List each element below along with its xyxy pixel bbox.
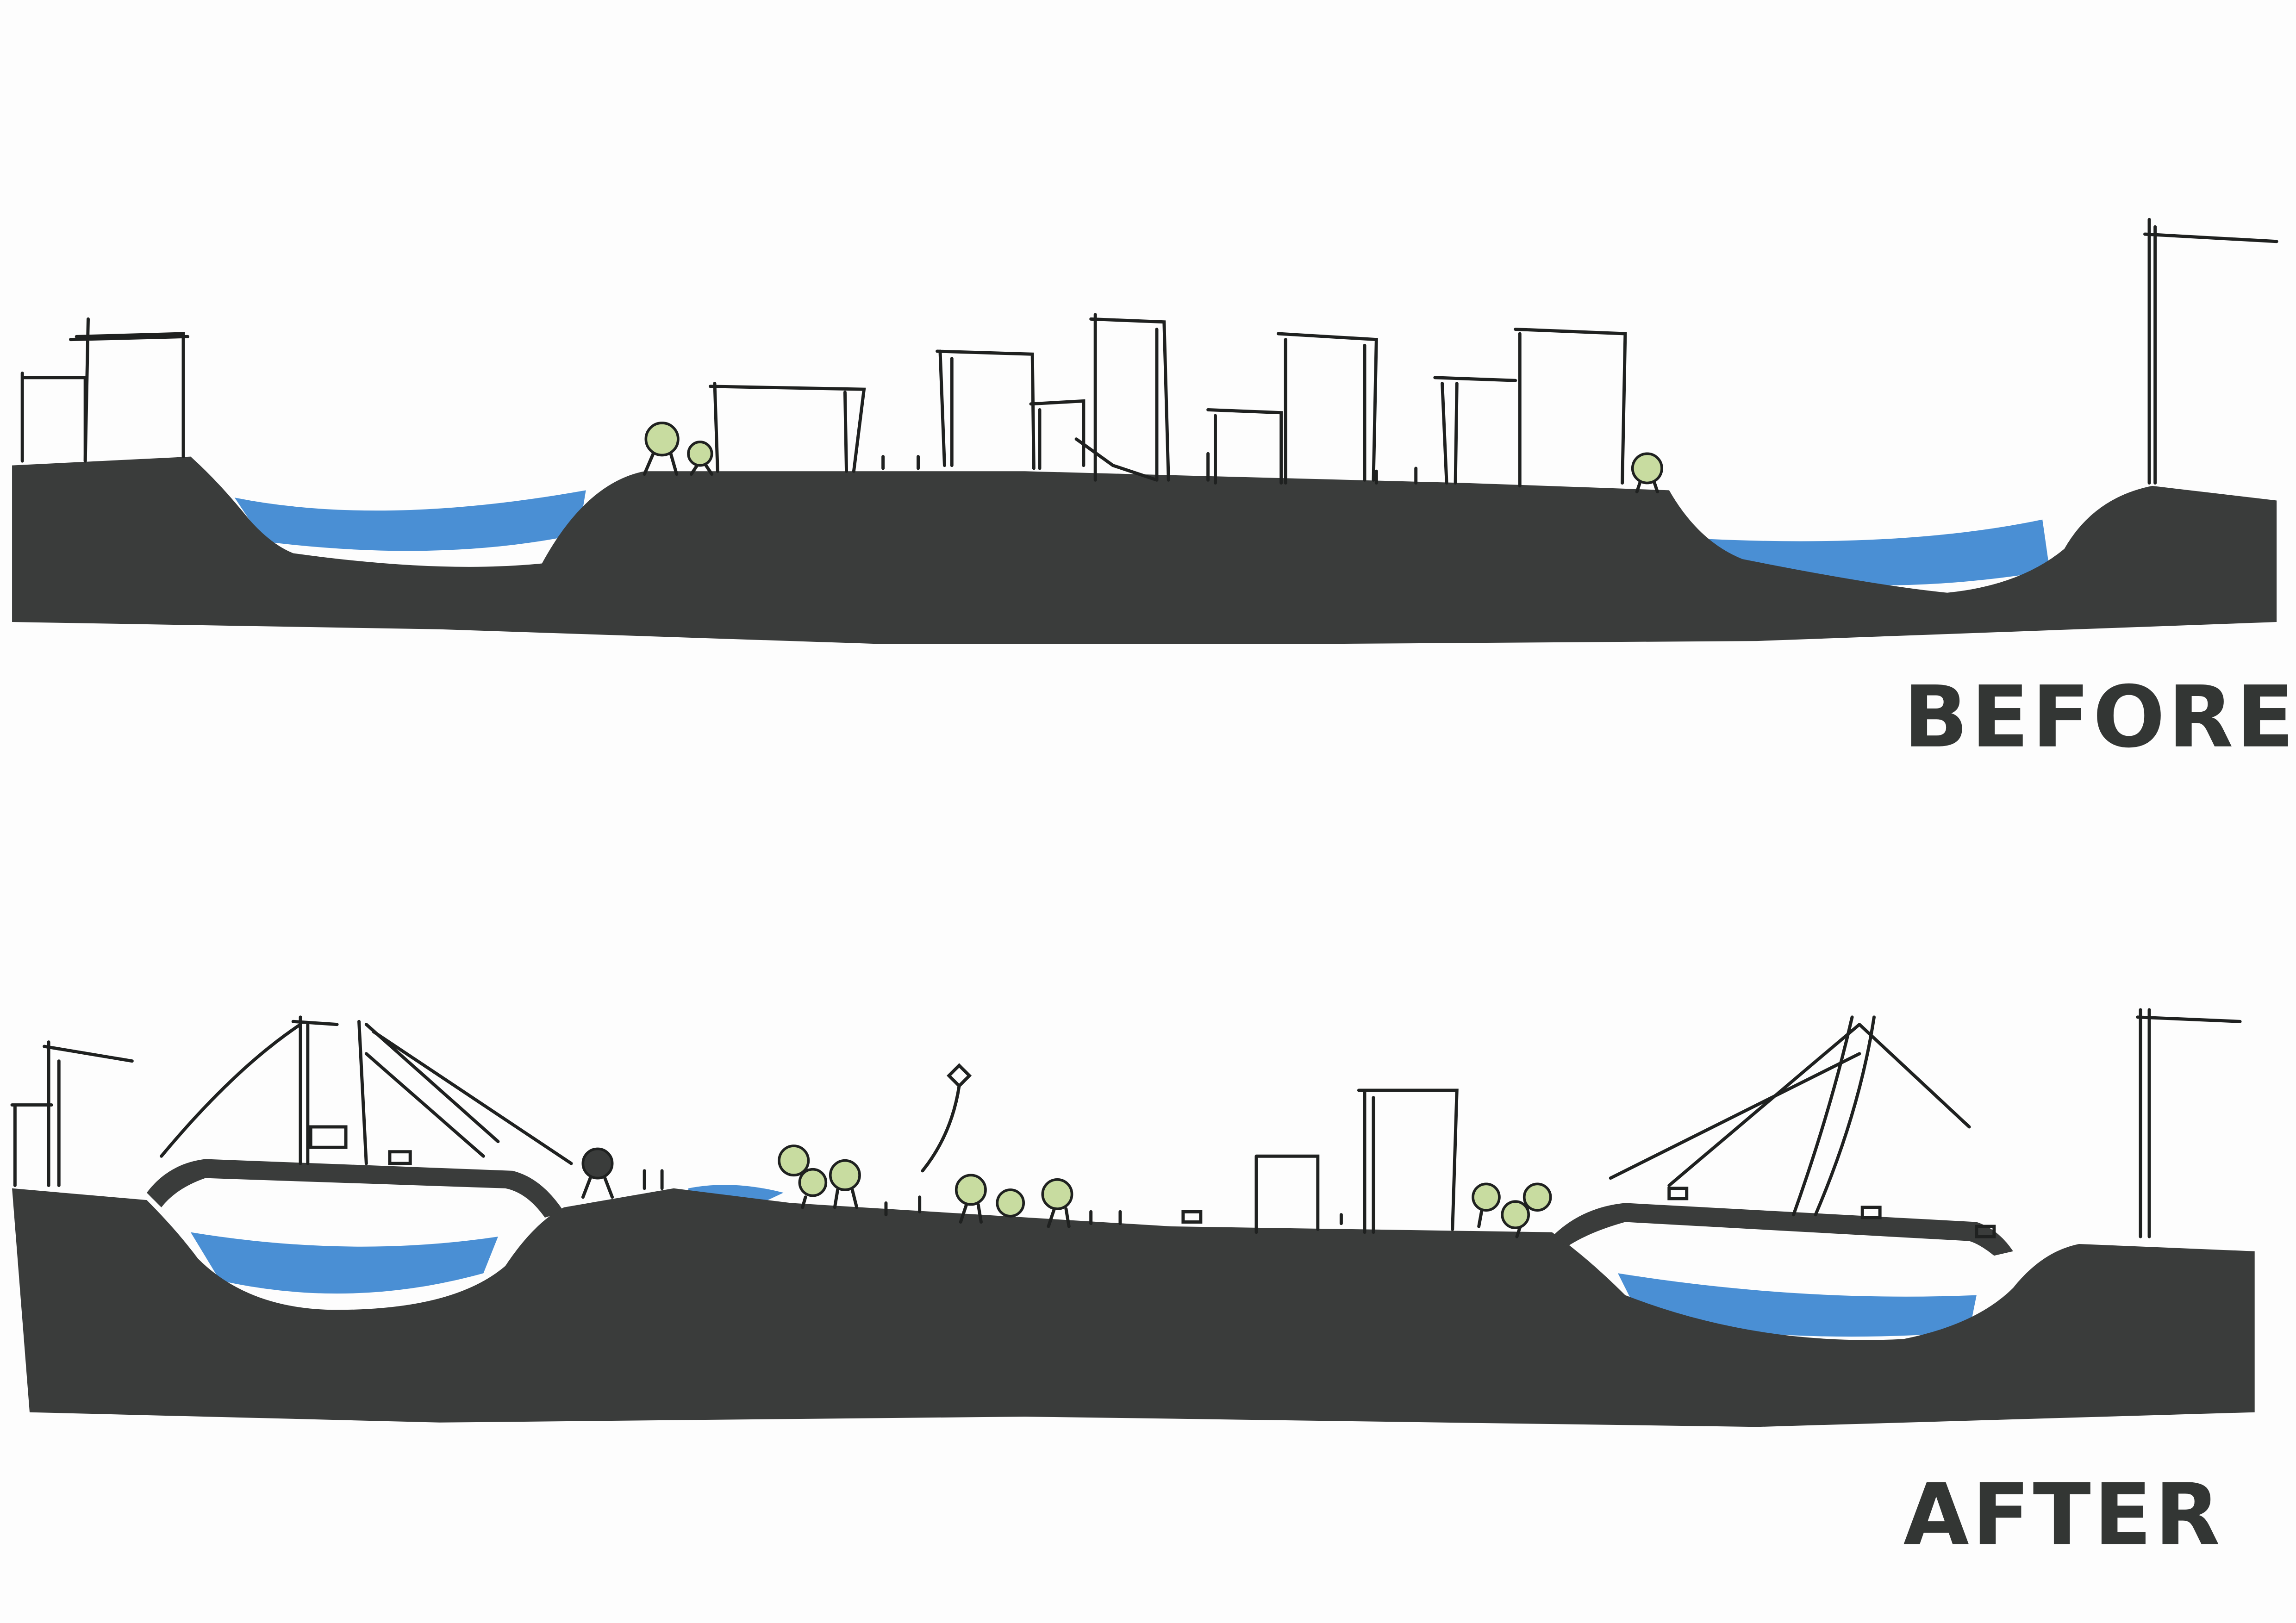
after-section: AFTER xyxy=(10,1008,2255,1564)
after-trees xyxy=(581,1144,1552,1238)
tree-icon xyxy=(687,441,713,467)
tree-icon xyxy=(1501,1200,1530,1230)
bus-icon xyxy=(309,1125,348,1149)
after-structures xyxy=(10,1008,2242,1238)
car-icon xyxy=(1860,1206,1882,1219)
tree-icon xyxy=(1472,1182,1501,1212)
tree-icon xyxy=(778,1144,810,1177)
car-icon xyxy=(1975,1225,1996,1238)
before-left-water xyxy=(234,490,586,551)
tree-icon xyxy=(955,1174,987,1206)
car-icon xyxy=(1667,1187,1689,1200)
after-left-water xyxy=(190,1232,498,1294)
tree-icon xyxy=(829,1159,861,1191)
tree-icon xyxy=(581,1147,614,1180)
tree-icon xyxy=(1631,452,1663,485)
before-section: BEFORE xyxy=(12,218,2296,767)
left-bridge xyxy=(146,1159,564,1218)
car-icon xyxy=(388,1150,412,1165)
tree-icon xyxy=(798,1168,828,1197)
tree-icon xyxy=(996,1188,1025,1218)
before-label: BEFORE xyxy=(1903,668,2296,767)
after-right-water xyxy=(1618,1273,1977,1337)
car-icon xyxy=(1181,1210,1203,1224)
right-bridge xyxy=(1552,1203,2013,1256)
before-ground xyxy=(12,456,2277,644)
tree-icon xyxy=(1522,1182,1552,1212)
after-ground xyxy=(12,1188,2255,1427)
tree-icon xyxy=(644,422,680,457)
tree-icon xyxy=(1041,1178,1073,1210)
before-buildings xyxy=(20,218,2278,488)
before-trees xyxy=(643,422,1663,494)
kite-icon xyxy=(921,1063,972,1173)
after-label: AFTER xyxy=(1903,1466,2223,1564)
